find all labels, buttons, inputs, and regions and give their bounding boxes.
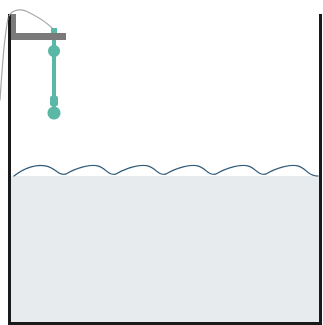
liquid-surface-waves-icon	[13, 164, 319, 177]
sensor-lower-float	[47, 106, 61, 120]
tank-left-wall	[8, 14, 11, 325]
liquid-body	[11, 176, 320, 323]
bracket-arm	[11, 33, 66, 40]
bracket-vertical	[11, 14, 16, 35]
tank-bottom	[8, 322, 322, 325]
sensor-collar	[50, 96, 58, 106]
sensor-mount	[51, 28, 57, 33]
signal-cable-icon	[0, 9, 53, 101]
tank-right-wall	[319, 14, 322, 325]
mounting-bracket-icon	[11, 14, 66, 40]
sensor-stem	[52, 40, 56, 112]
sensor-upper-float	[48, 45, 60, 57]
float-level-sensor-icon	[47, 28, 61, 120]
open-tank-icon	[8, 14, 322, 325]
